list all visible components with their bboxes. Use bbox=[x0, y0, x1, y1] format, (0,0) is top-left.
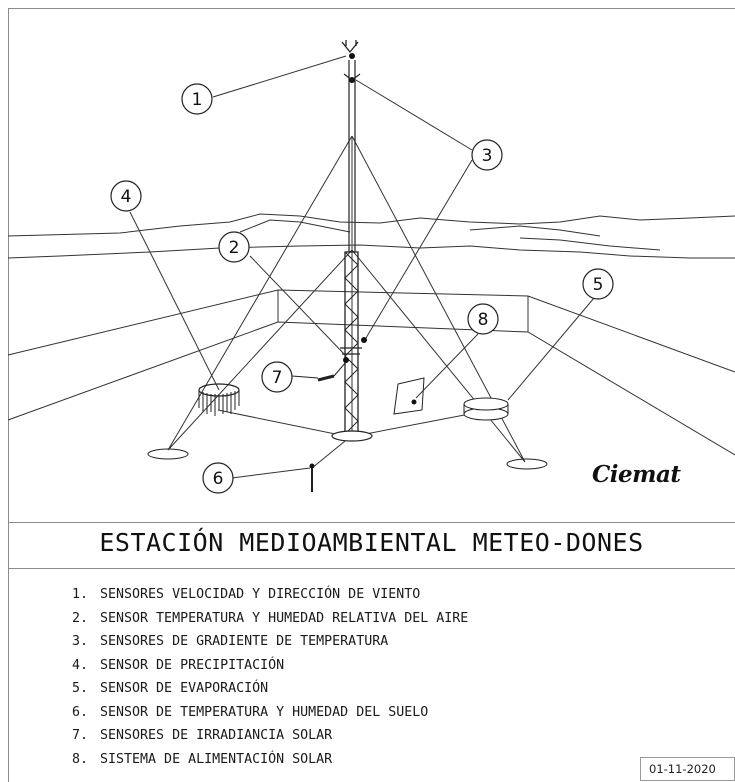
legend-number: 5. bbox=[72, 681, 89, 696]
station-illustration: 1 2 3 4 5 6 7 8 bbox=[7, 40, 735, 494]
legend-number: 2. bbox=[72, 610, 89, 626]
divider bbox=[8, 522, 735, 523]
sensor-legend: 1. SENSORES VELOCIDAD Y DIRECCIÓN DE VIE… bbox=[72, 583, 468, 771]
svg-text:1: 1 bbox=[192, 90, 203, 110]
legend-text: SENSORES DE IRRADIANCIA SOLAR bbox=[100, 728, 333, 743]
soil-sensor bbox=[309, 463, 315, 492]
callout-2: 2 bbox=[218, 231, 250, 263]
svg-text:6: 6 bbox=[213, 469, 224, 489]
svg-text:8: 8 bbox=[478, 310, 489, 330]
ciemat-logo: Ciemat bbox=[592, 461, 681, 488]
rain-gauge bbox=[147, 383, 240, 460]
legend-item: 8. SISTEMA DE ALIMENTACIÓN SOLAR bbox=[72, 748, 468, 772]
legend-number: 7. bbox=[72, 728, 89, 743]
fence bbox=[7, 289, 735, 456]
legend-text: SENSORES VELOCIDAD Y DIRECCIÓN DE VIENTO bbox=[100, 587, 421, 602]
callout-4: 4 bbox=[110, 180, 142, 212]
evaporation-pan bbox=[463, 397, 548, 470]
legend-item: 7. SENSORES DE IRRADIANCIA SOLAR bbox=[72, 724, 468, 748]
divider bbox=[8, 568, 735, 569]
callout-3: 3 bbox=[471, 139, 503, 171]
legend-number: 8. bbox=[72, 751, 89, 767]
legend-text: SENSOR DE PRECIPITACIÓN bbox=[100, 657, 285, 673]
legend-item: 5. SENSOR DE EVAPORACIÓN bbox=[72, 677, 468, 701]
legend-item: 2. SENSOR TEMPERATURA Y HUMEDAD RELATIVA… bbox=[72, 607, 468, 631]
leader-lines bbox=[129, 55, 595, 479]
legend-number: 4. bbox=[72, 657, 89, 673]
legend-number: 3. bbox=[72, 634, 89, 649]
svg-text:2: 2 bbox=[229, 238, 240, 258]
legend-item: 6. SENSOR DE TEMPERATURA Y HUMEDAD DEL S… bbox=[72, 701, 468, 725]
weather-mast bbox=[331, 40, 373, 442]
legend-item: 4. SENSOR DE PRECIPITACIÓN bbox=[72, 654, 468, 678]
legend-text: SISTEMA DE ALIMENTACIÓN SOLAR bbox=[100, 751, 333, 767]
horizon-line bbox=[7, 213, 735, 237]
solar-panel bbox=[393, 377, 425, 415]
legend-item: 1. SENSORES VELOCIDAD Y DIRECCIÓN DE VIE… bbox=[72, 583, 468, 607]
legend-text: SENSOR TEMPERATURA Y HUMEDAD RELATIVA DE… bbox=[100, 610, 469, 626]
guy-wires bbox=[167, 135, 526, 463]
svg-text:7: 7 bbox=[272, 368, 283, 388]
legend-text: SENSOR DE TEMPERATURA Y HUMEDAD DEL SUEL… bbox=[100, 704, 429, 720]
callout-8: 8 bbox=[467, 303, 499, 335]
date-stamp: 01-11-2020 bbox=[640, 757, 735, 781]
svg-text:5: 5 bbox=[593, 275, 604, 295]
svg-text:3: 3 bbox=[482, 146, 493, 166]
callout-5: 5 bbox=[582, 268, 614, 300]
legend-number: 6. bbox=[72, 704, 89, 720]
legend-text: SENSOR DE EVAPORACIÓN bbox=[100, 681, 269, 696]
callout-6: 6 bbox=[202, 462, 234, 494]
svg-text:4: 4 bbox=[121, 187, 132, 207]
callout-7: 7 bbox=[261, 361, 293, 393]
mountain-ridge bbox=[239, 219, 661, 251]
page-frame bbox=[8, 8, 735, 782]
legend-text: SENSORES DE GRADIENTE DE TEMPERATURA bbox=[100, 634, 389, 649]
legend-number: 1. bbox=[72, 587, 89, 602]
callout-1: 1 bbox=[181, 83, 213, 115]
page-title: ESTACIÓN MEDIOAMBIENTAL METEO-DONES bbox=[99, 528, 644, 557]
irradiance-sensor bbox=[291, 361, 347, 382]
legend-item: 3. SENSORES DE GRADIENTE DE TEMPERATURA bbox=[72, 630, 468, 654]
